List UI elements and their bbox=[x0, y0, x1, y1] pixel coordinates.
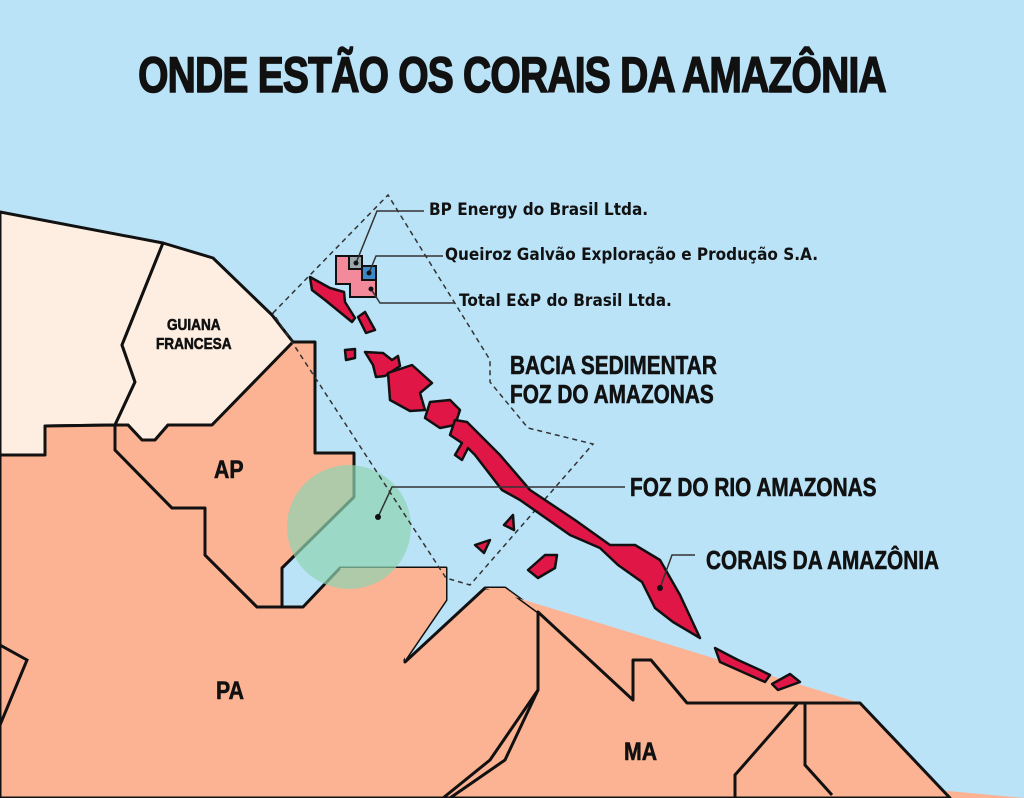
river-mouth-highlight bbox=[287, 465, 411, 589]
basin-line1: BACIA SEDIMENTAR bbox=[510, 350, 717, 380]
company-label-bp: BP Energy do Brasil Ltda. bbox=[429, 200, 649, 220]
guiana-line2: FRANCESA bbox=[156, 336, 232, 354]
corals-label: CORAIS DA AMAZÔNIA bbox=[706, 545, 940, 575]
map-title: ONDE ESTÃO OS CORAIS DA AMAZÔNIA bbox=[137, 46, 887, 104]
pa-ma-border bbox=[442, 612, 540, 798]
coral-reefs bbox=[308, 275, 802, 692]
basin-label: BACIA SEDIMENTAR FOZ DO AMAZONAS bbox=[510, 350, 717, 409]
river-mouth-label: FOZ DO RIO AMAZONAS bbox=[630, 472, 877, 502]
ma-border-2 bbox=[803, 703, 834, 797]
basin-outline bbox=[272, 193, 595, 586]
pa-west-border bbox=[0, 643, 29, 726]
region-label-guiana: GUIANA FRANCESA bbox=[156, 316, 232, 354]
company-label-total: Total E&P do Brasil Ltda. bbox=[459, 291, 672, 311]
leader-lines bbox=[355, 210, 695, 589]
region-label-ap: AP bbox=[214, 456, 244, 485]
company-label-queiroz: Queiroz Galvão Exploração e Produção S.A… bbox=[445, 245, 819, 265]
basin-line2: FOZ DO AMAZONAS bbox=[510, 379, 714, 409]
guiana-line1: GUIANA bbox=[166, 317, 221, 335]
marajo-area bbox=[340, 568, 446, 660]
region-label-ma: MA bbox=[624, 738, 658, 767]
region-label-pa: PA bbox=[216, 677, 244, 706]
leader-dots bbox=[353, 260, 663, 591]
ma-pi-border bbox=[733, 702, 800, 798]
